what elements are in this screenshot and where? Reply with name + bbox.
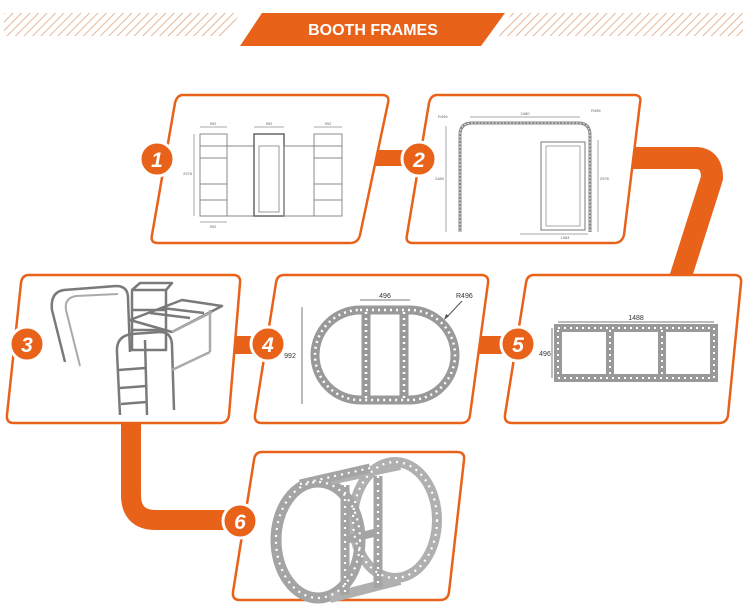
step-number-1: 1 <box>151 149 163 172</box>
step-badge-3: 3 <box>8 325 46 363</box>
step-badge-2: 2 <box>400 140 438 178</box>
dim-top-right: 992 <box>325 121 332 126</box>
connector-2-5 <box>604 147 723 296</box>
dim-height-left: 2480 <box>435 176 445 181</box>
dim-oval-height: 992 <box>284 353 296 360</box>
step-number-4: 4 <box>261 334 274 357</box>
booth-arch-left <box>50 284 132 363</box>
header-hatch-left <box>4 13 240 36</box>
step-number-5: 5 <box>512 334 524 357</box>
dim-oval-width: 496 <box>379 293 391 300</box>
panel-4-drawing <box>301 299 463 405</box>
panel-2 <box>405 93 642 245</box>
panel-5-drawing <box>551 321 718 382</box>
step-number-2: 2 <box>412 149 425 172</box>
booth-right-tower <box>313 133 343 217</box>
dim-radius-right: R496 <box>591 108 601 113</box>
panel-1-drawing <box>193 126 343 223</box>
step-number-3: 3 <box>21 334 33 357</box>
dim-triple-width: 1488 <box>628 315 644 322</box>
dim-top-mid: 992 <box>266 121 273 126</box>
header-banner <box>240 13 505 46</box>
connector-3-6 <box>121 400 265 530</box>
step-number-6: 6 <box>234 511 246 534</box>
dim-height-right: 2976 <box>600 176 610 181</box>
panel-5-dimensions: 1488 496 <box>539 315 644 358</box>
dim-bottom: 992 <box>210 224 217 229</box>
step-badges: 1 2 3 4 5 6 <box>8 140 537 540</box>
step-badge-5: 5 <box>499 325 537 363</box>
header-hatch-right <box>499 13 743 36</box>
panel-3-drawing <box>50 281 224 416</box>
step-badge-1: 1 <box>138 140 176 178</box>
step-badge-4: 4 <box>249 325 287 363</box>
booth-canopy <box>128 298 224 334</box>
booth-arch-front <box>115 330 176 416</box>
header: BOOTH FRAMES <box>4 13 743 46</box>
panel-2-drawing <box>445 116 599 235</box>
dim-side: 2976 <box>183 171 193 176</box>
panel-1-dimensions: 992 992 992 2976 992 <box>183 121 332 229</box>
panel-3 <box>5 273 242 425</box>
dim-width: 2480 <box>521 111 531 116</box>
panel-2-dimensions: 2480 R496 R496 2480 2976 1984 <box>435 108 610 240</box>
arch-inner-frame <box>540 141 586 231</box>
panel-4-dimensions: 496 R496 992 <box>284 293 473 360</box>
dim-triple-height: 496 <box>539 351 551 358</box>
page-title: BOOTH FRAMES <box>308 22 438 39</box>
dim-base: 1984 <box>561 235 571 240</box>
dim-radius-left: R496 <box>438 114 448 119</box>
step-badge-6: 6 <box>221 502 259 540</box>
panel-5 <box>503 273 743 425</box>
panel-1 <box>150 93 390 245</box>
panel-6-drawing <box>270 457 442 604</box>
dim-oval-radius: R496 <box>456 293 473 300</box>
dim-top-left: 992 <box>210 121 217 126</box>
